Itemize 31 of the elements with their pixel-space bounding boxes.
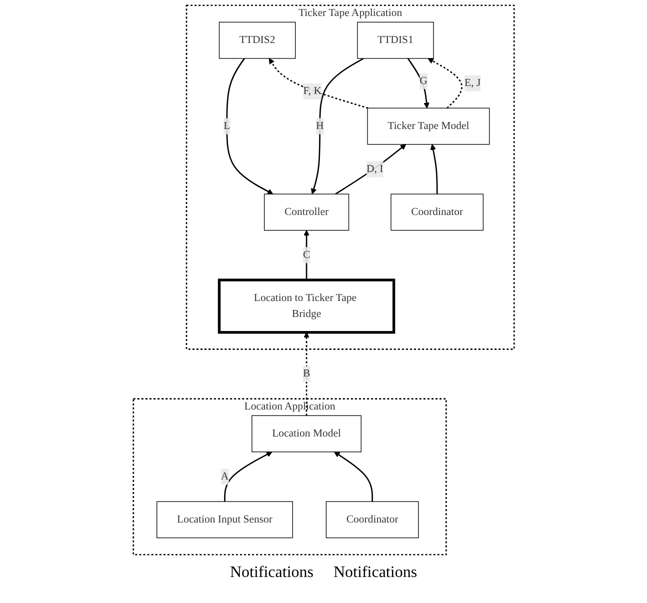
arrow: [224, 452, 272, 502]
edge-label: F, K: [303, 85, 322, 97]
note-text: Notifications: [334, 564, 418, 582]
node-box: Location Model: [251, 415, 362, 452]
edge-label: E, J: [464, 77, 480, 89]
edge-label: D, I: [366, 163, 384, 175]
arrow: [303, 230, 310, 280]
arrow: [334, 452, 373, 502]
node-box: Ticker Tape Model: [366, 108, 490, 145]
arrow: [334, 144, 406, 195]
arrow: [427, 58, 462, 109]
node-box: Coordinator: [390, 194, 484, 231]
node-box: TTDIS2: [218, 22, 296, 59]
edge-label: B: [302, 368, 310, 380]
node-box: Coordinator: [326, 501, 418, 538]
edge-label: G: [419, 75, 428, 86]
node-box: TTDIS1: [356, 22, 434, 59]
node-box: Location to Ticker Tape Bridge: [218, 278, 395, 334]
arrow: [430, 144, 438, 194]
arrow: [407, 58, 430, 108]
edge-label: C: [302, 249, 310, 261]
edge-label: H: [316, 120, 324, 132]
arrow: [310, 58, 364, 194]
arrow: [303, 332, 310, 416]
arrow: [226, 58, 273, 194]
edge-label: L: [223, 120, 230, 132]
node-box: Controller: [264, 194, 349, 231]
node-box: Location Input Sensor: [156, 501, 293, 538]
arrow: [268, 58, 368, 109]
note-text: Notifications: [230, 564, 314, 582]
edge-label: A: [220, 470, 228, 482]
